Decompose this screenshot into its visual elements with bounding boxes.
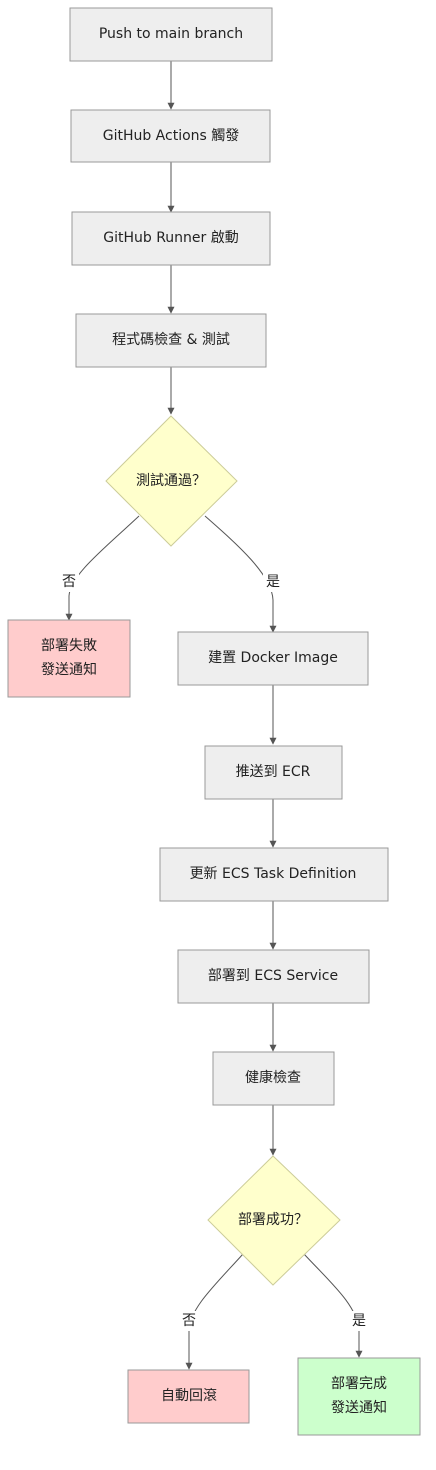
node-test-decision: 測試通過？ <box>105 415 238 547</box>
node-deploy-fail-line2: 發送通知 <box>41 661 97 678</box>
edge-label-test-no: 否 <box>62 574 76 590</box>
node-health: 健康檢查 <box>212 1051 335 1106</box>
node-health-label: 健康檢查 <box>245 1069 301 1086</box>
node-update-task: 更新 ECS Task Definition <box>159 847 389 902</box>
edge-label-deploy-no: 否 <box>182 1313 196 1329</box>
edge-test-yes <box>204 515 277 633</box>
node-push: Push to main branch <box>69 7 273 62</box>
node-push-ecr: 推送到 ECR <box>204 745 343 800</box>
edge-label-deploy-yes: 是 <box>352 1313 366 1329</box>
node-build-label: 建置 Docker Image <box>208 650 338 666</box>
edge-label-test-yes: 是 <box>266 574 280 590</box>
node-update-task-label: 更新 ECS Task Definition <box>190 866 357 882</box>
node-check: 程式碼檢查 & 測試 <box>75 313 267 368</box>
node-test-decision-label: 測試通過？ <box>136 473 206 489</box>
edge-test-no <box>65 515 140 621</box>
node-done-line2: 發送通知 <box>331 1399 387 1416</box>
node-rollback-label: 自動回滾 <box>161 1388 217 1404</box>
node-push-label: Push to main branch <box>99 26 243 42</box>
node-check-label: 程式碼檢查 & 測試 <box>112 331 230 348</box>
node-build: 建置 Docker Image <box>177 631 369 686</box>
node-deploy-fail: 部署失敗 發送通知 <box>7 619 131 698</box>
node-deploy-service: 部署到 ECS Service <box>177 949 370 1004</box>
node-done: 部署完成 發送通知 <box>297 1357 421 1436</box>
node-deploy-decision-label: 部署成功？ <box>238 1212 308 1228</box>
edge-labels: 否 是 否 是 <box>59 572 369 1331</box>
node-trigger-label: GitHub Actions 觸發 <box>103 128 240 144</box>
node-deploy-fail-line1: 部署失敗 <box>41 638 97 654</box>
node-trigger: GitHub Actions 觸發 <box>70 109 271 163</box>
node-done-line1: 部署完成 <box>331 1376 387 1392</box>
node-runner: GitHub Runner 啟動 <box>71 211 271 266</box>
node-runner-label: GitHub Runner 啟動 <box>103 230 239 246</box>
node-deploy-decision: 部署成功？ <box>207 1155 341 1286</box>
node-rollback: 自動回滾 <box>127 1369 250 1424</box>
node-push-ecr-label: 推送到 ECR <box>236 764 311 780</box>
node-deploy-service-label: 部署到 ECS Service <box>208 968 338 984</box>
edge-deploy-yes <box>303 1253 363 1358</box>
